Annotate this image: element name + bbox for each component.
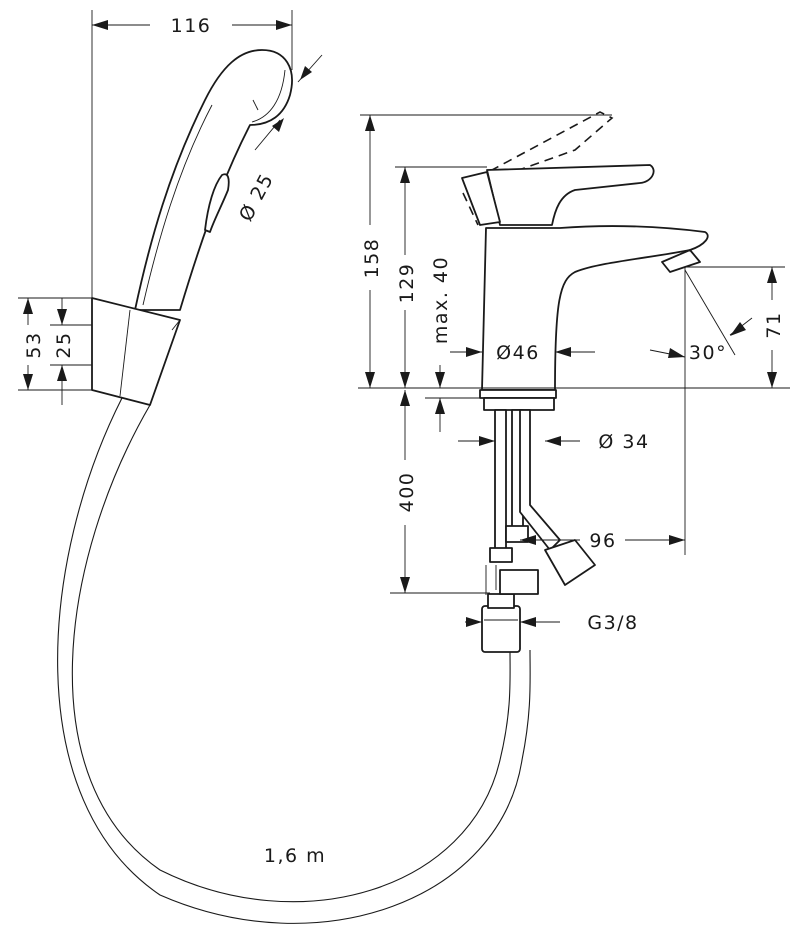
dimension-labels: 116 Ø 25 53 25 158 129 max. 40 Ø46 71 30… — [23, 15, 785, 867]
label-71: 71 — [763, 311, 785, 338]
label-400: 400 — [396, 472, 418, 513]
label-129: 129 — [396, 263, 418, 304]
label-d25: Ø 25 — [235, 169, 278, 225]
shower-hose — [57, 397, 531, 924]
label-53: 53 — [23, 331, 45, 358]
label-d34: Ø 34 — [598, 431, 649, 453]
dimension-lines — [18, 10, 790, 627]
faucet — [461, 111, 709, 595]
label-116: 116 — [171, 15, 212, 37]
label-g38: G3/8 — [587, 612, 638, 634]
label-96: 96 — [589, 530, 616, 552]
label-30deg: 30° — [689, 342, 727, 364]
label-158: 158 — [361, 238, 383, 279]
hand-shower — [134, 49, 293, 311]
label-d46: Ø46 — [496, 342, 540, 364]
hose-connector — [481, 593, 521, 653]
wall-holder — [91, 297, 181, 406]
label-25: 25 — [53, 331, 75, 358]
label-max40: max. 40 — [430, 256, 452, 344]
label-hose-length: 1,6 m — [264, 845, 326, 867]
